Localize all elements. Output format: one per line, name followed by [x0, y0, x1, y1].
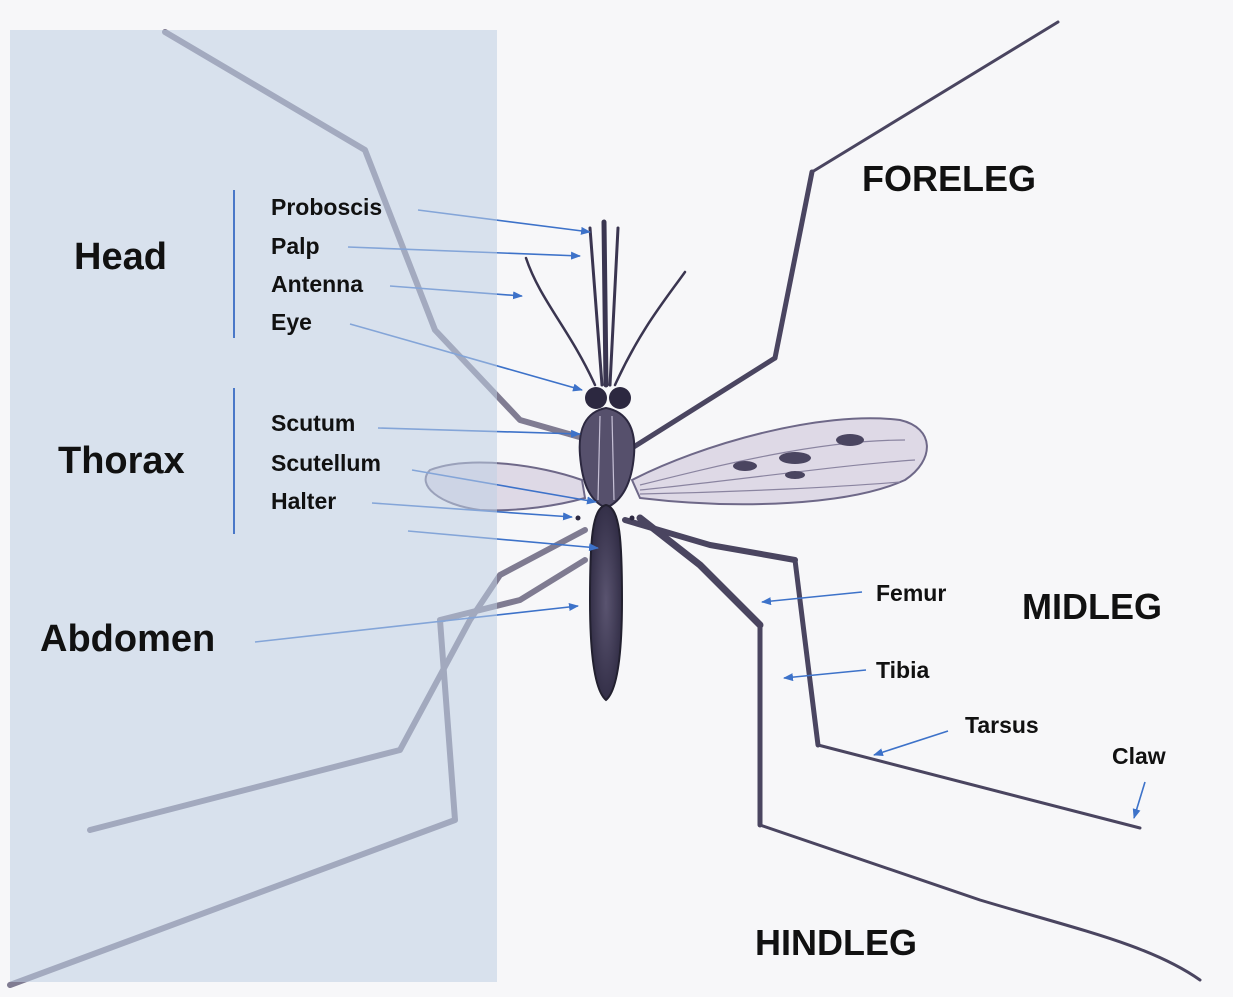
tarsus-label: Tarsus: [965, 712, 1039, 739]
hindleg-label: HINDLEG: [755, 922, 917, 964]
left-shading-overlay: [10, 30, 497, 982]
foreleg-label: FORELEG: [862, 158, 1036, 200]
scutellum-label: Scutellum: [271, 450, 381, 477]
head-label: Head: [74, 236, 167, 279]
abdomen-label: Abdomen: [40, 618, 215, 661]
antenna-label: Antenna: [271, 271, 363, 298]
abdomen-shape: [590, 505, 622, 700]
palp-label: Palp: [271, 233, 320, 260]
left-eye: [585, 387, 607, 409]
thorax-bracket: [233, 388, 235, 534]
eye-label: Eye: [271, 309, 312, 336]
thorax-label: Thorax: [58, 440, 185, 483]
halter-label: Halter: [271, 488, 336, 515]
tibia-label: Tibia: [876, 657, 929, 684]
proboscis-label: Proboscis: [271, 194, 382, 221]
halter-dots: [576, 516, 581, 521]
midleg-label: MIDLEG: [1022, 586, 1162, 628]
right-eye: [609, 387, 631, 409]
femur-label: Femur: [876, 580, 946, 607]
scutum-label: Scutum: [271, 410, 355, 437]
claw-label: Claw: [1112, 743, 1166, 770]
head-bracket: [233, 190, 235, 338]
